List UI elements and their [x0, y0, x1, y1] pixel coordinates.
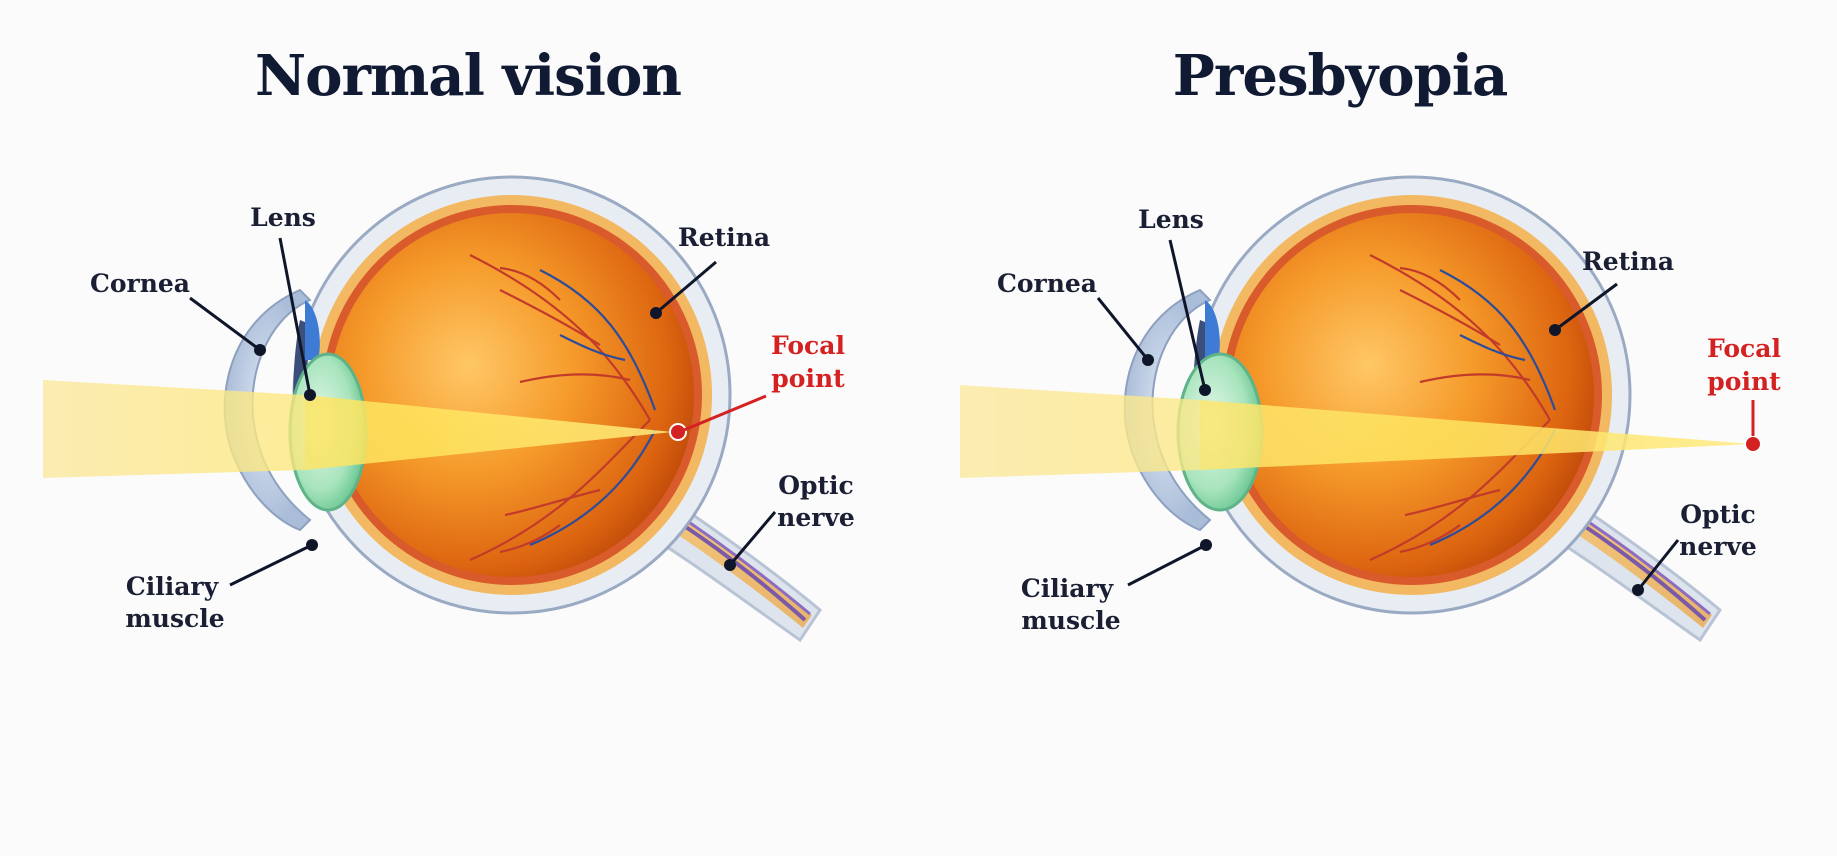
ciliary-muscle-top — [305, 300, 320, 360]
vitreous-body — [330, 213, 694, 577]
label-cornea: Cornea — [997, 269, 1154, 366]
svg-text:Optic: Optic — [778, 471, 854, 500]
label-optic-nerve: Optic nerve — [724, 471, 855, 571]
panel-title: Presbyopia — [1173, 43, 1508, 109]
svg-text:Lens: Lens — [250, 203, 316, 232]
label-retina: Retina — [1549, 247, 1674, 336]
label-focal-point: Focal point — [683, 331, 845, 432]
focal-point-dot — [669, 423, 687, 441]
svg-text:Focal: Focal — [1707, 334, 1781, 363]
label-cornea: Cornea — [90, 269, 266, 356]
ciliary-muscle-top — [1205, 300, 1220, 360]
label-retina: Retina — [650, 223, 770, 319]
svg-text:nerve: nerve — [1679, 532, 1757, 561]
svg-text:Ciliary: Ciliary — [1021, 574, 1115, 603]
eye-illustration — [43, 175, 822, 643]
label-ciliary-muscle: Ciliary muscle — [1021, 539, 1212, 635]
eye-illustration — [960, 175, 1762, 643]
panel-title: Normal vision — [255, 43, 681, 109]
svg-text:Focal: Focal — [771, 331, 845, 360]
svg-text:nerve: nerve — [777, 503, 855, 532]
focal-point-dot — [1744, 435, 1762, 453]
svg-text:Cornea: Cornea — [90, 269, 190, 298]
svg-text:Lens: Lens — [1138, 205, 1204, 234]
svg-text:Retina: Retina — [1582, 247, 1674, 276]
svg-text:Retina: Retina — [678, 223, 770, 252]
label-ciliary-muscle: Ciliary muscle — [125, 539, 318, 633]
svg-text:point: point — [771, 364, 845, 393]
svg-text:Cornea: Cornea — [997, 269, 1097, 298]
svg-text:muscle: muscle — [125, 604, 224, 633]
panel-normal: Normal vision — [43, 43, 855, 643]
label-lens: Lens — [250, 203, 316, 401]
label-focal-point: Focal point — [1707, 334, 1781, 436]
panel-presbyopia: Presbyopia — [960, 43, 1781, 643]
light-beam — [43, 380, 672, 478]
blood-vessels — [469, 254, 651, 562]
blood-vessels — [1369, 254, 1551, 562]
svg-text:Ciliary: Ciliary — [126, 572, 220, 601]
label-lens: Lens — [1138, 205, 1211, 396]
svg-text:muscle: muscle — [1021, 606, 1120, 635]
svg-text:Optic: Optic — [1680, 500, 1756, 529]
vitreous-body — [1230, 213, 1594, 577]
light-beam — [960, 385, 1752, 478]
svg-text:point: point — [1707, 367, 1781, 396]
label-optic-nerve: Optic nerve — [1632, 500, 1757, 596]
